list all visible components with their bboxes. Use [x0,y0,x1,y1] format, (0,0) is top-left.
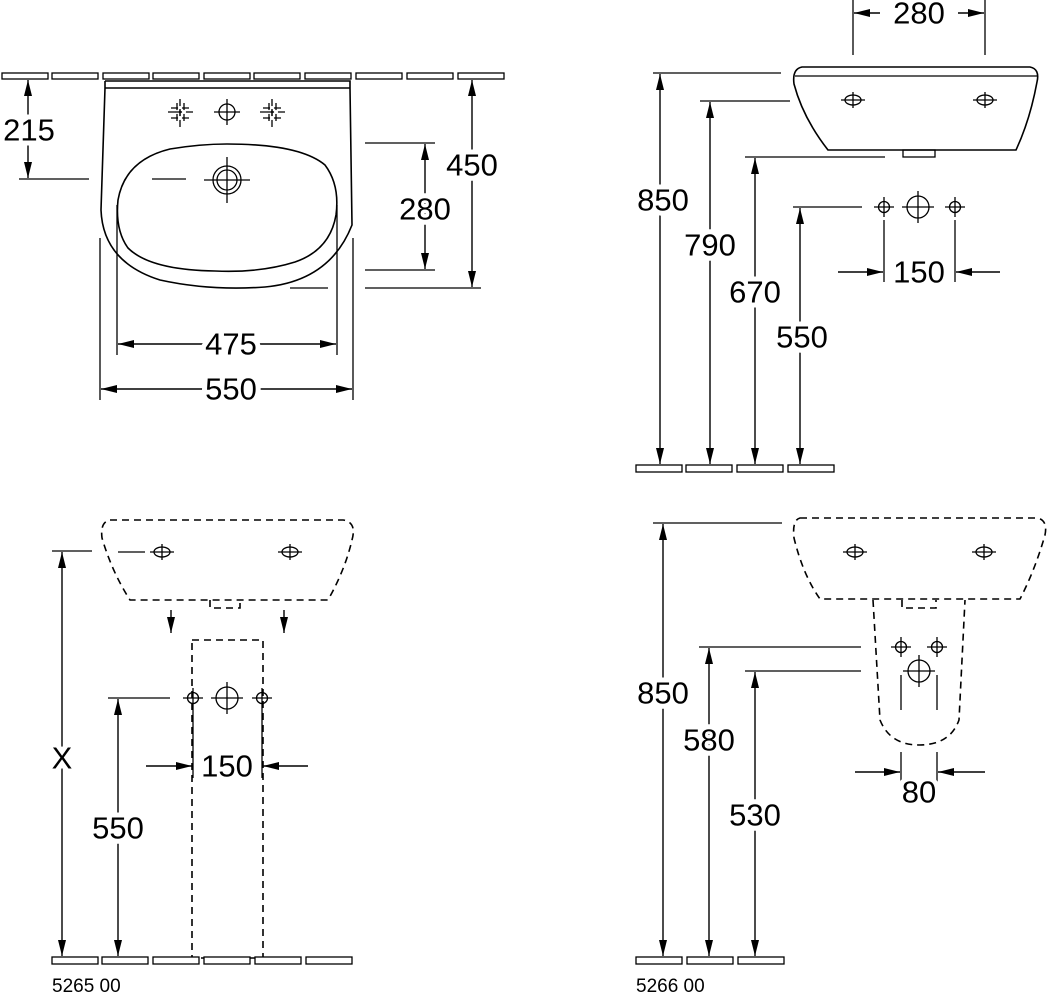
semi-pedestal-outline [872,599,966,746]
dim-bottom-height: 670 [729,275,781,310]
dim-supply-spacing: 150 [893,255,945,290]
basin-side-outline [792,66,1039,151]
dim-supply-spacing: 80 [902,775,936,810]
floor-tiles [635,464,835,473]
dim-supply-height: 550 [92,811,144,846]
article-number: 5266 00 [636,976,705,993]
drain-icon [204,157,250,203]
dim-width: 550 [205,372,257,407]
dim-top-height: 850 [637,183,689,218]
tap-hole-right-icon [972,91,998,109]
side-view: 280 850 790 670 550 150 [632,0,1039,473]
dim-tap-height: 790 [684,228,736,263]
dim-bowl-width: 475 [205,327,257,362]
dim-supply-height: 580 [683,723,735,758]
bowl-outline [116,143,338,273]
front-view: 215 280 450 475 550 [0,72,505,412]
dim-depth: 450 [446,148,498,183]
article-number: 5265 00 [52,976,121,993]
floor-tiles [51,956,353,965]
dim-supply-height: 550 [776,320,828,355]
semi-pedestal-view: 850 580 530 80 5266 00 [632,517,1047,993]
tap-hole-left-icon [840,91,866,109]
dim-supply-spacing: 150 [201,749,253,784]
supply-valve-left-icon [873,196,895,218]
supply-valve-right-icon [944,196,966,218]
waste-outlet-icon [901,190,935,224]
wall-tiles [1,72,505,80]
dim-top-height: 850 [637,676,689,711]
tap-hole-right-icon [259,98,286,128]
tap-hole-center-icon [214,99,240,125]
floor-tiles [635,956,785,965]
tap-hole-left-icon [167,98,194,128]
dim-waste-height: 530 [729,798,781,833]
pedestal-view: X 550 150 5265 00 [47,519,355,993]
dim-bowl-depth: 280 [399,192,451,227]
dim-tap-spacing: 280 [893,0,945,31]
basin-outline [100,80,353,289]
dim-tap-height: 215 [3,113,55,148]
dim-height-x: X [52,741,73,776]
